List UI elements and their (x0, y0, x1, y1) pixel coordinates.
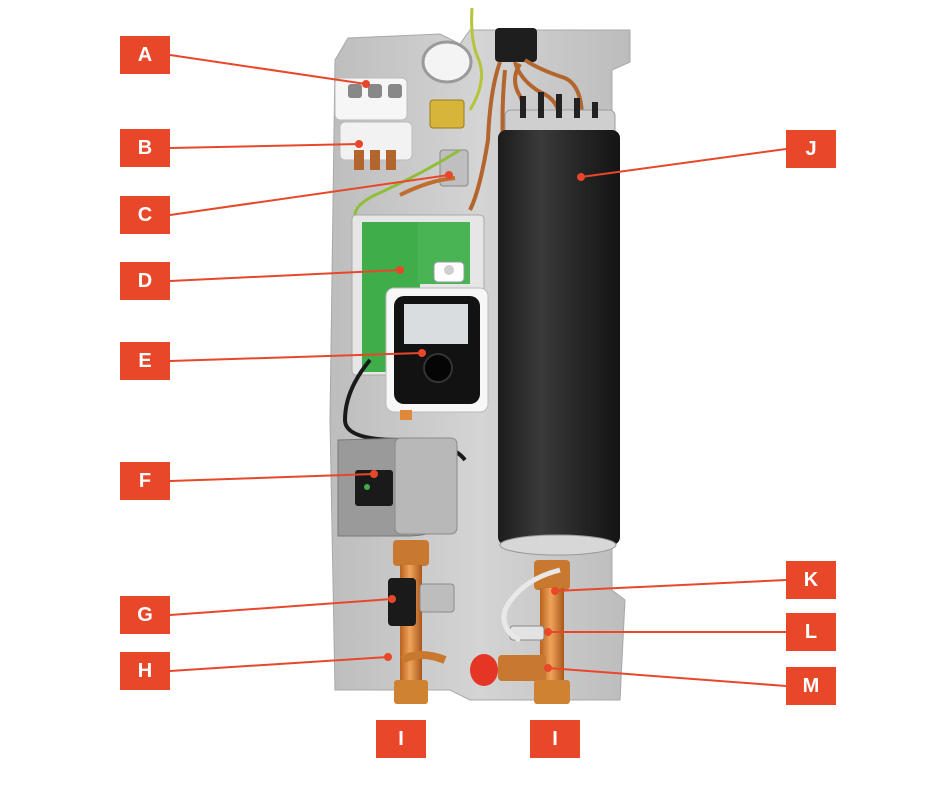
leader-line-a (169, 54, 367, 85)
cable-gland (495, 28, 537, 62)
leader-dot-e (418, 349, 426, 357)
leader-dot-g (388, 595, 396, 603)
circulation-pump (337, 437, 458, 537)
earth-wire (468, 7, 484, 111)
leader-dot-j (577, 173, 585, 181)
leader-dot-d (396, 266, 404, 274)
leader-dot-f (370, 470, 378, 478)
leader-line-e (169, 352, 423, 362)
callout-label-g: G (120, 596, 170, 634)
callout-label-f: F (120, 462, 170, 500)
leader-line-h (169, 656, 389, 672)
flow-pipework (470, 560, 570, 704)
leader-line-g (169, 598, 393, 616)
leader-line-f (169, 473, 375, 482)
callout-label-c: C (120, 196, 170, 234)
callout-label-h: H (120, 652, 170, 690)
leader-line-j (580, 148, 787, 178)
callout-label-i2: I (530, 720, 580, 758)
leader-line-m (547, 667, 787, 687)
leader-dot-k (551, 587, 559, 595)
controller-display (385, 287, 489, 413)
leader-line-d (169, 269, 401, 282)
return-pipework (388, 540, 455, 704)
sensor-cable (501, 567, 561, 643)
leader-line-c (169, 174, 450, 216)
terminal-block-a (334, 77, 408, 121)
leader-dot-a (362, 80, 370, 88)
callout-label-b: B (120, 129, 170, 167)
terminal-block-b (339, 121, 413, 170)
leader-dot-h (384, 653, 392, 661)
heater-cylinder (498, 130, 620, 545)
cylinder-bottom-flange (499, 534, 617, 556)
leader-dot-c (445, 171, 453, 179)
callout-label-d: D (120, 262, 170, 300)
callout-label-k: K (786, 561, 836, 599)
earth-terminal (429, 99, 465, 129)
leader-dot-m (544, 664, 552, 672)
pcb-orange-tab (400, 410, 412, 420)
panel-opening (421, 40, 473, 84)
callout-label-m: M (786, 667, 836, 705)
green-wire (353, 148, 461, 216)
callout-label-l: L (786, 613, 836, 651)
leader-line-b (169, 143, 360, 149)
callout-label-a: A (120, 36, 170, 74)
leader-dot-b (355, 140, 363, 148)
leader-dot-l (544, 628, 552, 636)
callout-label-i1: I (376, 720, 426, 758)
callout-label-j: J (786, 130, 836, 168)
callout-label-e: E (120, 342, 170, 380)
leader-line-k (554, 579, 787, 592)
